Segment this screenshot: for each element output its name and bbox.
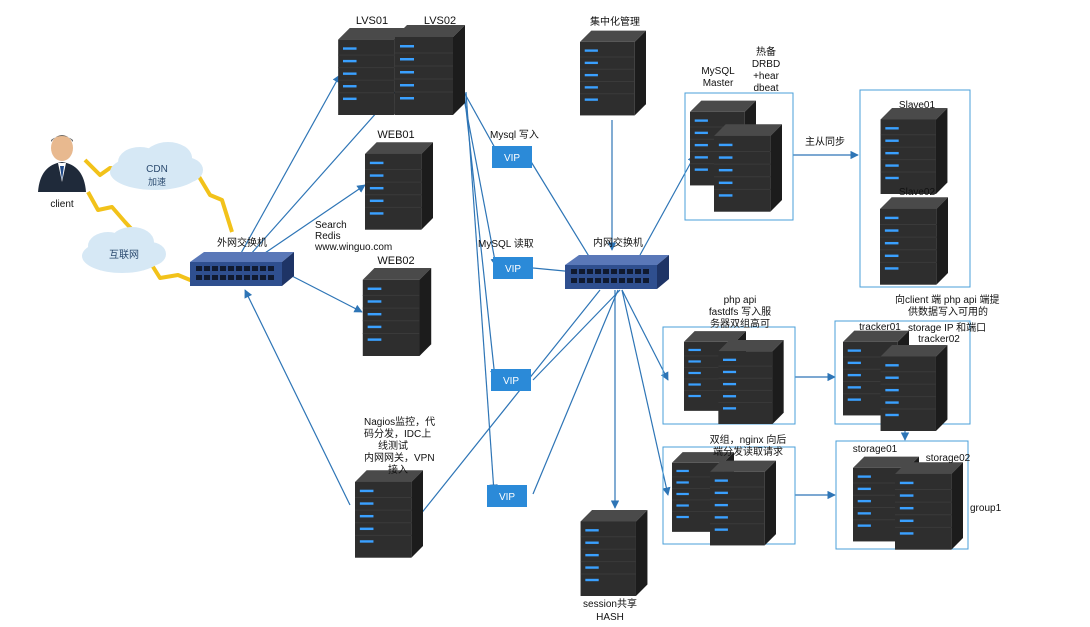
internet-label: 互联网	[109, 249, 139, 261]
session-label-2: HASH	[596, 612, 624, 623]
slave-box	[859, 89, 971, 288]
central-label: 集中化管理	[590, 15, 640, 28]
hotbackup-label-4: dbeat	[753, 83, 778, 94]
lightning-cdn-switch	[193, 168, 234, 233]
internal-switch	[565, 255, 669, 289]
client-person-icon	[38, 135, 86, 192]
nagios-label-1: Nagios监控，代	[364, 415, 435, 428]
internal-switch-label: 内网交换机	[593, 236, 643, 249]
slave02-label: Slave02	[899, 187, 936, 198]
search-label-1: Search	[315, 220, 347, 231]
group1-label: group1	[970, 503, 1002, 514]
hotbackup-label-3: +hear	[753, 71, 780, 82]
vip-mysql-read: VIP	[493, 257, 533, 279]
cdn-label-2: 加速	[148, 177, 166, 187]
svg-text:VIP: VIP	[504, 153, 520, 164]
nagios-label-3: 线测试	[378, 439, 408, 452]
mysql-write-label: Mysql 写入	[490, 129, 539, 141]
client-label: client	[50, 199, 74, 210]
slave01-label: Slave01	[899, 100, 936, 111]
sync-label: 主从同步	[805, 136, 845, 148]
vip-php: VIP	[491, 369, 531, 391]
server-slave02	[880, 197, 948, 285]
mysql-read-label: MySQL 读取	[478, 237, 534, 250]
server-slave01	[880, 108, 948, 194]
link-lvs-vip4	[465, 91, 498, 493]
cloud-cdn: CDN 加速	[110, 142, 203, 190]
link-ext-web02	[289, 274, 363, 313]
server-php-2	[718, 340, 784, 424]
php-api-box	[662, 326, 796, 425]
vip-mysql-write: VIP	[492, 146, 532, 168]
server-lvs02	[395, 25, 465, 115]
tracker02-label: tracker02	[918, 334, 960, 345]
dual-label-2: 端分发读取请求	[713, 445, 783, 458]
cdn-label-1: CDN	[146, 164, 168, 175]
server-web01	[365, 142, 433, 230]
lvs02-label: LVS02	[424, 15, 456, 27]
link-int-mysql	[639, 154, 696, 256]
client-note-1: 向client 端 php api 端提	[895, 293, 1000, 306]
svg-text:VIP: VIP	[499, 492, 515, 503]
link-int-vip3	[532, 289, 621, 381]
server-storage02	[895, 462, 963, 550]
mysql-master-box	[684, 92, 794, 221]
session-label-1: session共享	[583, 597, 637, 610]
search-label-3: www.winguo.com	[314, 242, 392, 253]
link-ext-lvs01	[239, 74, 341, 256]
server-session	[580, 510, 648, 596]
link-int-storage	[621, 289, 671, 496]
web02-label: WEB02	[377, 255, 414, 267]
storage01-label: storage01	[853, 444, 898, 455]
client-note-3: storage IP 和端口	[908, 321, 986, 334]
server-tracker02	[880, 345, 948, 431]
php-label-1: php api	[724, 295, 757, 306]
lightning-internet-switch	[148, 260, 196, 284]
link-vip1-int	[529, 159, 591, 259]
link-int-php	[621, 289, 669, 381]
lightning-links	[83, 158, 234, 284]
lvs01-label: LVS01	[356, 15, 388, 27]
external-switch	[190, 252, 294, 286]
client-note-2: 供数据写入可用的	[908, 305, 988, 318]
hotbackup-label-2: DRBD	[752, 59, 780, 70]
php-label-2: fastdfs 写入服	[709, 306, 771, 318]
svg-text:VIP: VIP	[505, 264, 521, 275]
nagios-label-4: 内网网关，VPN	[364, 451, 435, 464]
server-web02	[362, 268, 432, 356]
nagios-label-5: 接入	[388, 463, 408, 476]
link-ext-web01	[261, 184, 366, 256]
link-nagios-ext	[244, 289, 351, 506]
cloud-internet: 互联网	[82, 227, 166, 273]
svg-text:VIP: VIP	[503, 376, 519, 387]
storage02-label: storage02	[926, 453, 971, 464]
web01-label: WEB01	[377, 129, 414, 141]
php-label-3: 务器双组高可	[710, 317, 770, 330]
hotbackup-label-1: 热备	[756, 45, 776, 58]
link-int-vip4	[532, 289, 619, 495]
vip-storage: VIP	[487, 485, 527, 507]
search-label-2: Redis	[315, 231, 341, 242]
connection-lines	[239, 74, 910, 516]
server-nagios	[355, 470, 423, 558]
mysql-master-label-2: Master	[703, 78, 734, 89]
server-nginx-2	[710, 460, 776, 546]
external-switch-label: 外网交换机	[217, 236, 267, 249]
tracker01-label: tracker01	[859, 322, 901, 333]
nagios-label-2: 码分发，IDC上	[364, 427, 431, 440]
mysql-master-label-1: MySQL	[701, 66, 735, 77]
dual-label-1: 双组，nginx 向后	[710, 433, 787, 446]
link-int-nagios	[419, 289, 601, 516]
lightning-client-internet	[86, 191, 140, 238]
server-mysql-master-2	[714, 124, 782, 212]
server-central-mgmt	[580, 30, 646, 116]
